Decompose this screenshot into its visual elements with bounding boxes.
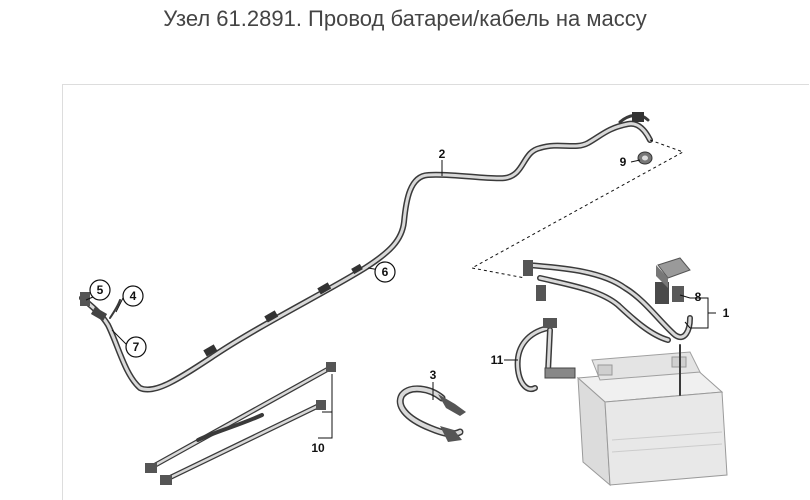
cable-11 — [514, 318, 576, 392]
callout-3: 3 — [430, 368, 437, 382]
callout-5: 5 — [97, 283, 104, 297]
callout-6: 6 — [382, 265, 389, 279]
page-title: Узел 61.2891. Провод батареи/кабель на м… — [163, 6, 647, 31]
part-9-grommet — [637, 151, 653, 165]
callout-11: 11 — [491, 353, 504, 367]
callout-circle-6 — [374, 261, 396, 283]
callout-7: 7 — [133, 340, 140, 354]
cable-1 — [523, 257, 693, 396]
left-connector — [80, 292, 121, 321]
callout-9: 9 — [620, 155, 627, 169]
callout-circle-4 — [122, 285, 144, 307]
dashed-link — [470, 139, 685, 279]
leader-lines — [85, 159, 716, 439]
part-3 — [396, 385, 466, 442]
callout-10: 10 — [311, 441, 325, 455]
callout-8: 8 — [695, 290, 702, 304]
battery — [576, 351, 728, 487]
callout-4: 4 — [130, 289, 137, 303]
callout-2: 2 — [439, 147, 446, 161]
callout-1: 1 — [723, 306, 730, 320]
diagram-frame — [62, 84, 809, 500]
callout-circle-7 — [125, 336, 147, 358]
cable-2 — [79, 112, 653, 393]
part-10 — [145, 362, 336, 485]
callout-circle-5 — [89, 279, 111, 301]
